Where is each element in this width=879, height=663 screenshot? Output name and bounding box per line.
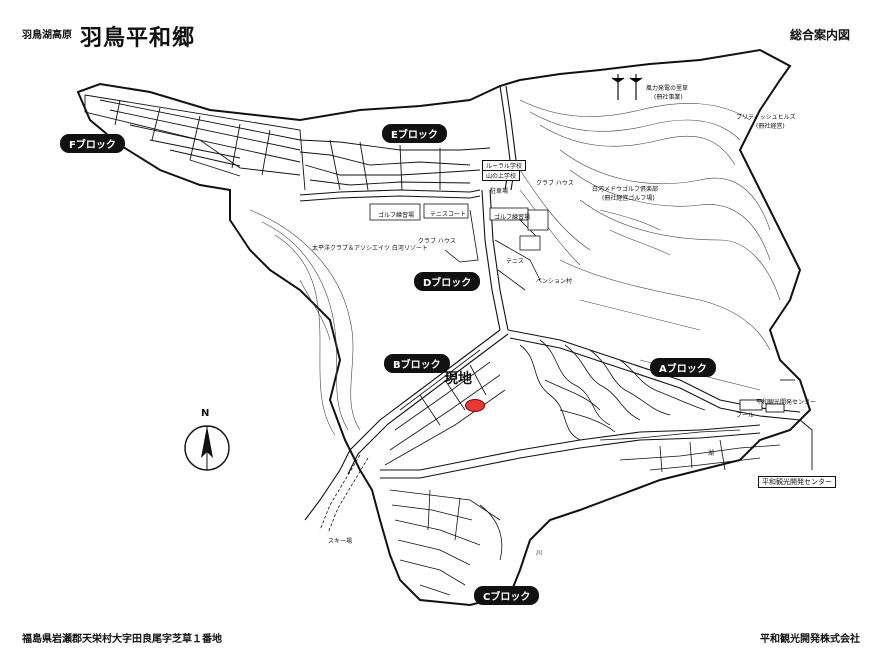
c-block-lots (389, 489, 503, 596)
lake-label: 湖 (708, 450, 715, 457)
tennis-label: テニス (506, 258, 525, 265)
east-structures (739, 379, 813, 470)
b-block-lots (384, 349, 506, 466)
wind-turbine-icons (611, 74, 643, 100)
d-block-lots (369, 203, 549, 291)
wind-power-sub-label: (冊社事業) (654, 94, 683, 101)
tennis-court-label: テニスコート (430, 211, 467, 218)
rural-school-sub-label: 山の上学校 (482, 170, 521, 181)
b-block-label: Bブロック (384, 354, 450, 373)
golf-club-sub-label: (冊社経営ゴルフ場) (602, 195, 655, 202)
e-block-lots (299, 139, 491, 191)
f-block-label: Fブロック (60, 134, 125, 153)
river-label: 川 (536, 550, 543, 557)
e-block-label: Eブロック (382, 124, 447, 143)
golf-practice-2-label: ゴルフ練習場 (494, 214, 531, 221)
wind-power-label: 風力発電の里草 (646, 85, 689, 92)
pool-label: プール (736, 412, 755, 419)
overview-heading: 総合案内図 (790, 28, 851, 42)
compass-icon (184, 425, 230, 471)
ski-label: スキー場 (328, 538, 353, 545)
center-top-label: 平和観光開発センター (756, 399, 817, 406)
north-label: N (201, 408, 210, 419)
here-label: 現地 (444, 371, 472, 387)
resort-label: 太平洋クラブ＆アソシエイツ 白河リゾート (312, 245, 428, 252)
golf-club-label: 白河メドウゴルフ倶楽部 (592, 186, 659, 193)
header-subtitle: 羽鳥湖高原 (22, 30, 72, 41)
club-house-1-label: クラブ ハウス (536, 180, 574, 187)
pension-village-label: ペンション村 (536, 278, 573, 285)
parking-label: 駐車場 (490, 188, 509, 195)
a-block-lots (519, 339, 781, 473)
d-block-label: Dブロック (414, 272, 481, 291)
footer-company: 平和観光開発株式会社 (760, 634, 860, 645)
c-block-label: Cブロック (474, 586, 540, 605)
a-block-label: Aブロック (650, 358, 716, 377)
page-title: 羽鳥平和郷 (80, 26, 196, 51)
british-hills-label: ブリティッシュヒルズ (736, 114, 796, 121)
british-hills-sub-label: (冊社経営) (756, 123, 785, 130)
f-block-lots (84, 94, 306, 191)
footer-address: 福島県岩瀬郡天栄村大字田良尾字芝草１番地 (22, 634, 222, 645)
golf-practice-label: ゴルフ練習場 (378, 212, 415, 219)
current-location-marker (465, 399, 485, 412)
club-house-2-label: クラブ ハウス (418, 238, 456, 245)
center-box-label: 平和観光開発センター (758, 476, 836, 488)
entry-road (319, 454, 369, 534)
